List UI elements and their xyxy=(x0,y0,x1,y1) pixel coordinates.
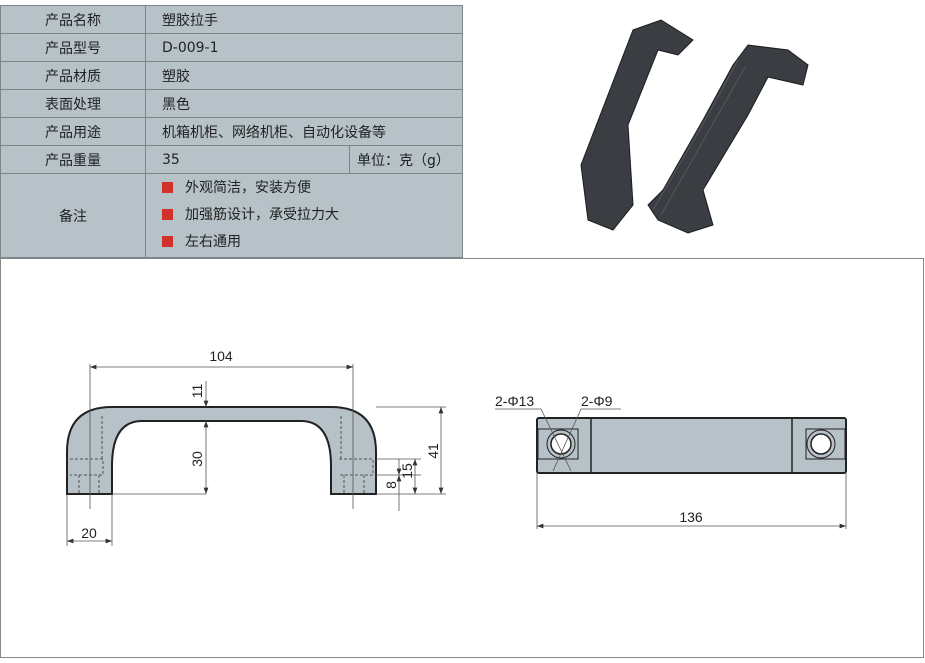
technical-drawing: 104 20 11 30 41 15 8 2-Φ13 2-Φ9 136 xyxy=(66,348,847,546)
spec-value: 机箱机柜、网络机柜、自动化设备等 xyxy=(145,117,463,146)
dim-length: 136 xyxy=(679,509,703,525)
dim-15: 15 xyxy=(399,463,415,479)
notes-row: 备注 外观简洁，安装方便 加强筋设计，承受拉力大 左右通用 xyxy=(0,173,463,258)
note-text: 外观简洁，安装方便 xyxy=(185,180,311,196)
weight-value: 35 xyxy=(145,145,350,174)
note-item: 加强筋设计，承受拉力大 xyxy=(146,202,462,229)
weight-label: 产品重量 xyxy=(0,145,146,174)
weight-unit: 单位：克（g） xyxy=(349,145,463,174)
spec-value: 塑胶拉手 xyxy=(145,5,463,34)
note-item: 左右通用 xyxy=(146,229,462,256)
dim-width: 104 xyxy=(209,348,233,364)
spec-value: 塑胶 xyxy=(145,61,463,90)
spec-label: 产品型号 xyxy=(0,33,146,62)
bullet-icon xyxy=(162,209,173,220)
top-view: 2-Φ13 2-Φ9 136 xyxy=(495,393,847,529)
dim-leg: 20 xyxy=(81,525,97,541)
spec-label: 产品用途 xyxy=(0,117,146,146)
bullet-icon xyxy=(162,182,173,193)
notes-list: 外观简洁，安装方便 加强筋设计，承受拉力大 左右通用 xyxy=(145,173,463,258)
spec-value: D-009-1 xyxy=(145,33,463,62)
spec-row: 表面处理黑色 xyxy=(0,89,463,118)
spec-label: 表面处理 xyxy=(0,89,146,118)
note-text: 左右通用 xyxy=(185,234,241,250)
product-photo xyxy=(580,19,809,234)
spec-row: 产品名称塑胶拉手 xyxy=(0,5,463,34)
spec-row: 产品材质塑胶 xyxy=(0,61,463,90)
dim-hole-outer: 2-Φ13 xyxy=(495,393,534,409)
dim-height: 41 xyxy=(425,443,441,459)
dim-inner: 30 xyxy=(189,451,205,467)
dim-8: 8 xyxy=(383,481,399,489)
note-item: 外观简洁，安装方便 xyxy=(146,175,462,202)
drawing-area: 104 20 11 30 41 15 8 2-Φ13 2-Φ9 136 xyxy=(0,258,924,658)
spec-value: 黑色 xyxy=(145,89,463,118)
dim-hole-inner: 2-Φ9 xyxy=(581,393,613,409)
spec-row: 产品用途机箱机柜、网络机柜、自动化设备等 xyxy=(0,117,463,146)
spec-label: 产品名称 xyxy=(0,5,146,34)
notes-label: 备注 xyxy=(0,173,146,258)
dim-top: 11 xyxy=(189,384,205,399)
bullet-icon xyxy=(162,236,173,247)
front-view: 104 20 11 30 41 15 8 xyxy=(66,348,446,546)
spec-label: 产品材质 xyxy=(0,61,146,90)
note-text: 加强筋设计，承受拉力大 xyxy=(185,207,339,223)
